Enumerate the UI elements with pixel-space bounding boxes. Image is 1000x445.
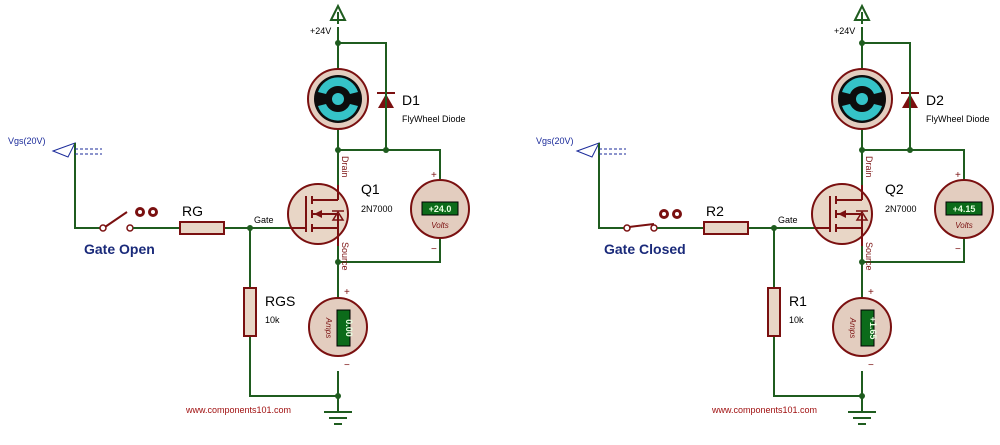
website-label: www.components101.com (711, 405, 817, 415)
voltmeter-plus: + (431, 170, 437, 181)
ground-icon (324, 411, 352, 425)
ammeter-minus: − (344, 360, 350, 371)
vgs-label: Vgs(20V) (8, 136, 46, 146)
drain-label: Drain (340, 156, 350, 178)
voltmeter-unit: Volts (955, 221, 973, 230)
voltmeter-value: +4.15 (953, 204, 976, 214)
voltmeter-minus: − (431, 244, 437, 255)
vgs-source: Vgs(20V) (536, 136, 626, 158)
diode-name: D2 (926, 92, 944, 108)
website-label: www.components101.com (185, 405, 291, 415)
drain-label: Drain (864, 156, 874, 178)
mosfet[interactable]: Drain Source Gate Q1 2N7000 (254, 156, 393, 271)
flywheel-diode[interactable]: D1 FlyWheel Diode (377, 86, 466, 124)
voltmeter[interactable]: +4.15 Volts + − (934, 170, 994, 255)
gate-label: Gate (778, 215, 798, 225)
mosfet-name: Q2 (885, 181, 904, 197)
pulldown-resistor[interactable]: R1 10k (767, 287, 807, 337)
pulldown-resistor[interactable]: RGS 10k (243, 287, 295, 337)
supply-label: +24V (834, 26, 855, 36)
pulldown-label: RGS (265, 293, 295, 309)
right-circuit: +24V D2 FlyWheel Diode (536, 3, 994, 425)
ammeter-value: +1.65 (868, 317, 878, 340)
gate-resistor[interactable]: R2 (703, 203, 749, 235)
gate-switch[interactable]: Gate Closed (604, 209, 686, 257)
switch-state: Gate Open (84, 241, 155, 257)
ground-icon (848, 411, 876, 425)
gate-resistor-label: RG (182, 203, 203, 219)
supply-terminal: +24V (834, 3, 871, 36)
voltmeter[interactable]: +24.0 Volts + − (410, 170, 470, 255)
ammeter[interactable]: +1.65 Amps + − (832, 287, 892, 371)
diode-desc: FlyWheel Diode (926, 114, 990, 124)
motor-icon[interactable] (831, 68, 893, 130)
source-label: Source (864, 242, 874, 271)
ammeter[interactable]: 0.00 Amps + − (308, 287, 368, 371)
mosfet-type: 2N7000 (885, 204, 917, 214)
left-circuit: +24V D1 FlyWheel Diode (8, 3, 470, 425)
pulldown-label: R1 (789, 293, 807, 309)
motor-icon[interactable] (307, 68, 369, 130)
vgs-label: Vgs(20V) (536, 136, 574, 146)
pulldown-value: 10k (265, 315, 280, 325)
flywheel-diode[interactable]: D2 FlyWheel Diode (901, 86, 990, 124)
vgs-source: Vgs(20V) (8, 136, 102, 158)
ammeter-value: 0.00 (344, 319, 354, 337)
voltmeter-unit: Volts (431, 221, 449, 230)
pulldown-value: 10k (789, 315, 804, 325)
supply-label: +24V (310, 26, 331, 36)
diode-desc: FlyWheel Diode (402, 114, 466, 124)
mosfet[interactable]: Drain Source Gate Q2 2N7000 (778, 156, 917, 271)
ammeter-plus: + (868, 287, 874, 298)
voltmeter-minus: − (955, 244, 961, 255)
gate-switch[interactable]: Gate Open (84, 207, 158, 257)
mosfet-type: 2N7000 (361, 204, 393, 214)
ammeter-unit: Amps (848, 317, 857, 338)
switch-state: Gate Closed (604, 241, 686, 257)
diode-name: D1 (402, 92, 420, 108)
source-label: Source (340, 242, 350, 271)
voltmeter-plus: + (955, 170, 961, 181)
supply-terminal: +24V (310, 3, 347, 36)
ammeter-plus: + (344, 287, 350, 298)
mosfet-name: Q1 (361, 181, 380, 197)
gate-resistor[interactable]: RG (179, 203, 225, 235)
gate-resistor-label: R2 (706, 203, 724, 219)
gate-label: Gate (254, 215, 274, 225)
voltmeter-value: +24.0 (429, 204, 452, 214)
ammeter-unit: Amps (324, 317, 333, 338)
ammeter-minus: − (868, 360, 874, 371)
